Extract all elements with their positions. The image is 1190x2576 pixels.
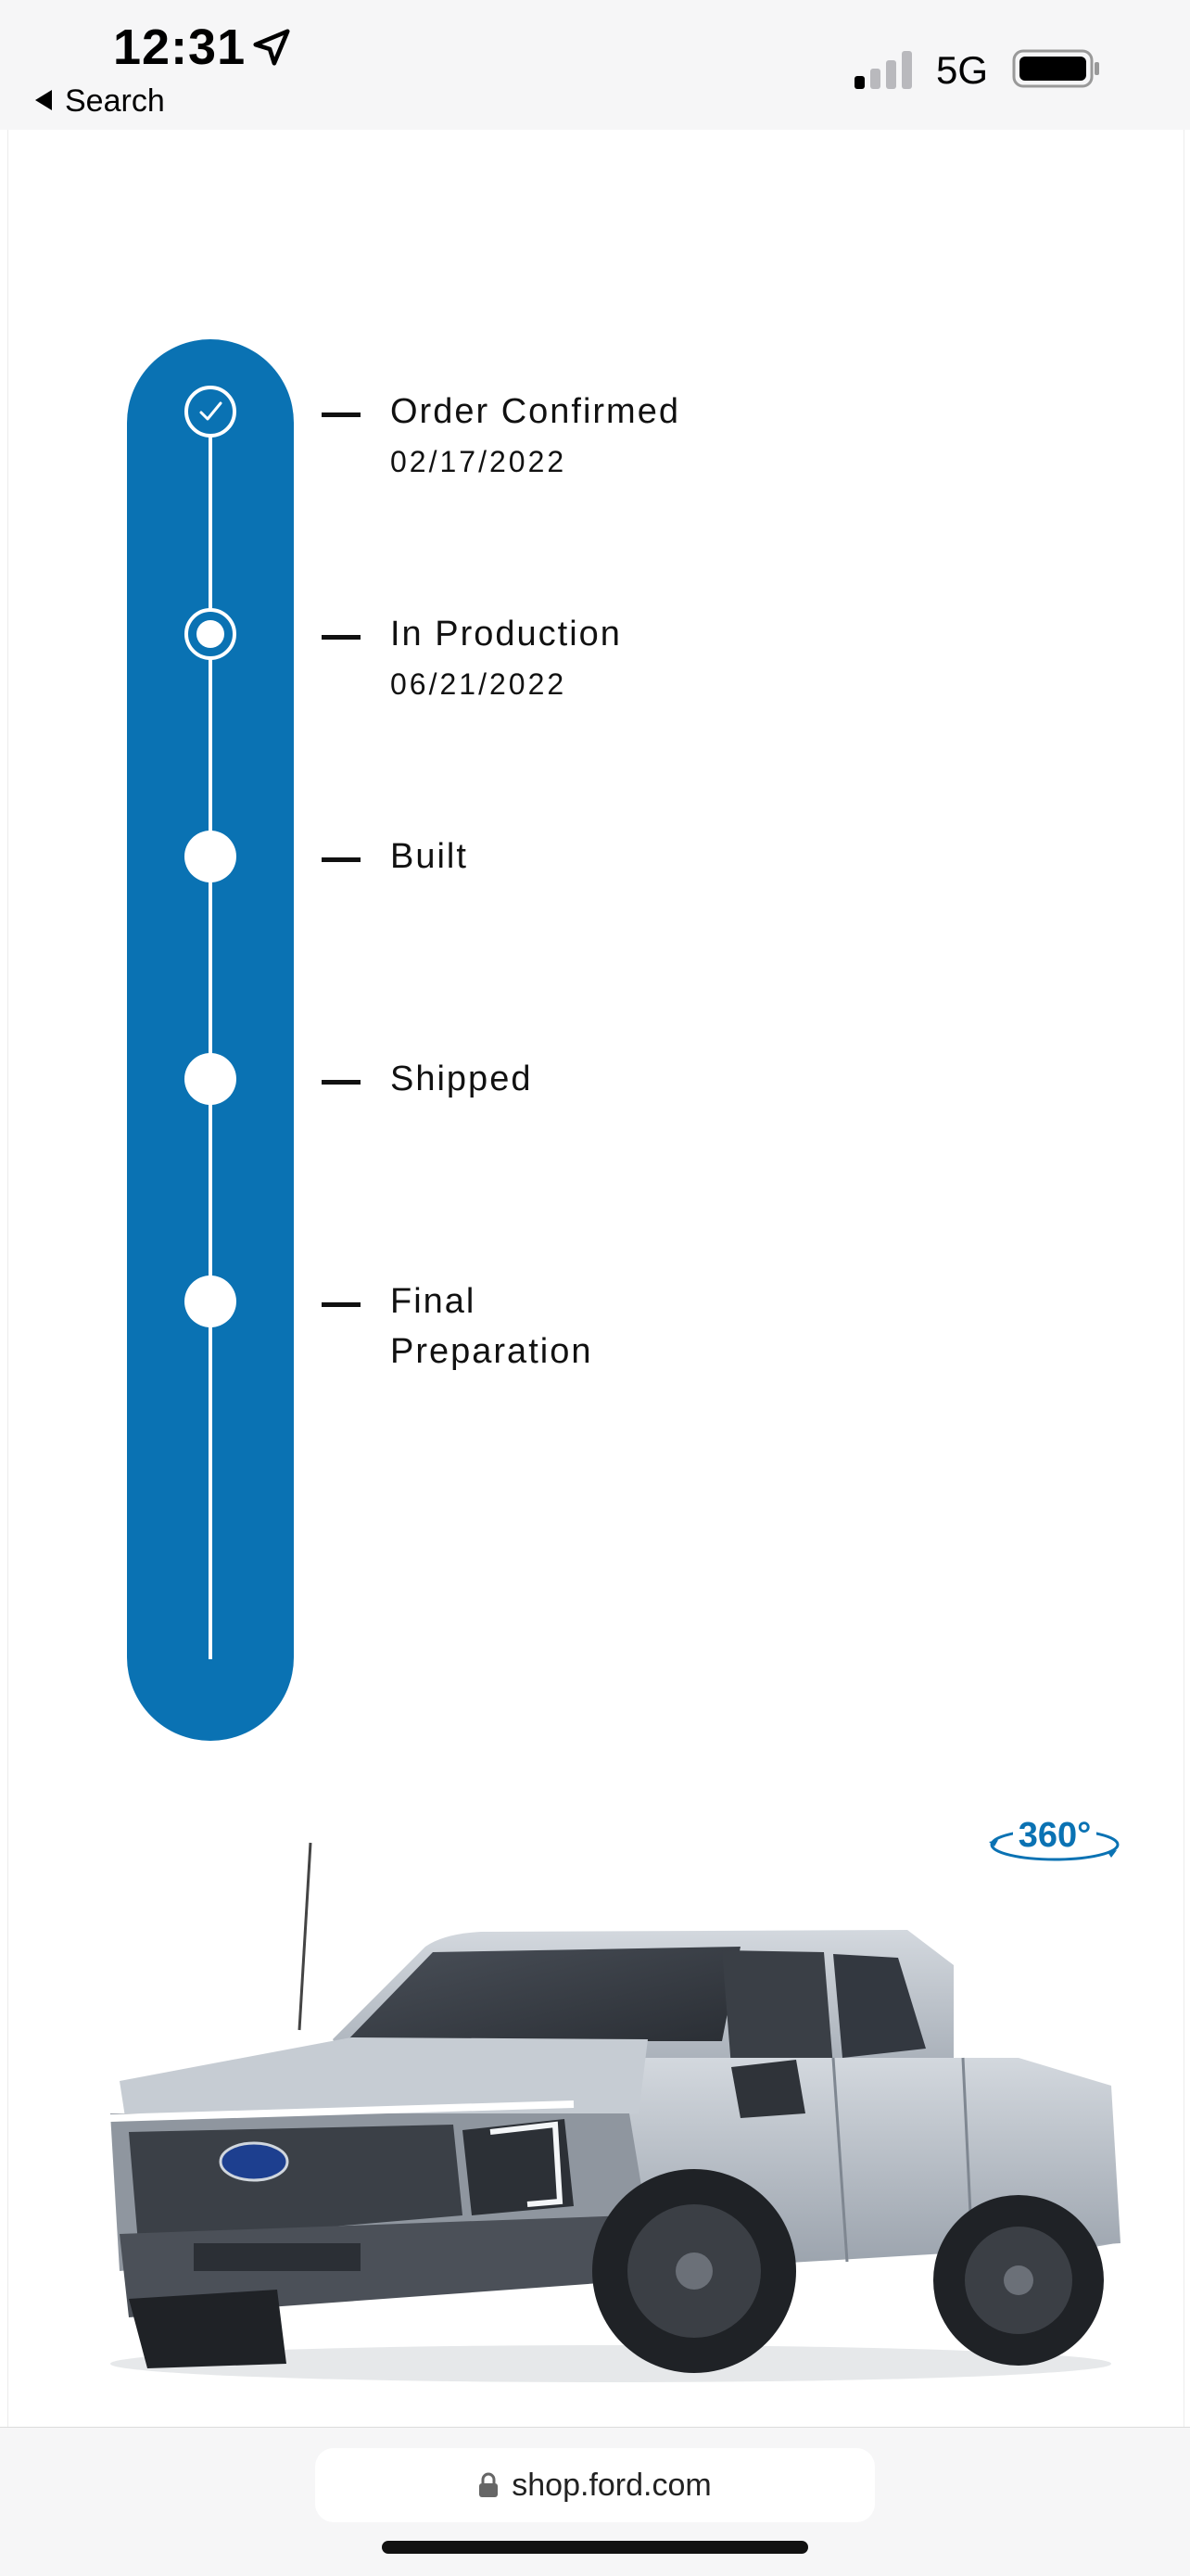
cellular-signal-icon: [855, 51, 912, 89]
browser-address-bar: shop.ford.com: [0, 2427, 1190, 2576]
lock-icon: [479, 2472, 499, 2497]
step-title: Order Confirmed: [390, 392, 680, 431]
step-dash: [322, 857, 361, 862]
vehicle-image: [109, 1842, 1120, 2382]
status-time: 12:31: [113, 19, 247, 75]
timeline-line: [209, 421, 212, 1659]
step-in-production-node: [184, 608, 236, 660]
order-tracker-page: Order Confirmed 02/17/2022 In Production…: [7, 130, 1184, 2492]
step-built-node: [184, 831, 236, 882]
url-field[interactable]: shop.ford.com: [315, 2448, 875, 2522]
location-arrow-icon: [253, 29, 290, 66]
url-text: shop.ford.com: [512, 2467, 712, 2503]
step-shipped-node: [184, 1053, 236, 1105]
step-title: In Production: [390, 615, 622, 654]
step-dash: [322, 1080, 361, 1085]
step-date: 02/17/2022: [390, 445, 567, 478]
back-triangle-icon: [35, 90, 52, 110]
checkmark-icon: [199, 401, 222, 421]
step-title: Final Preparation: [390, 1282, 593, 1371]
step-dash: [322, 1302, 361, 1307]
step-dash: [322, 635, 361, 640]
step-order-confirmed-node: [184, 386, 236, 438]
network-type: 5G: [936, 48, 989, 92]
step-title: Built: [390, 837, 468, 876]
current-step-indicator: [196, 620, 224, 648]
status-bar: 12:31 Search 5G: [0, 0, 1190, 130]
spin-360-label: 360°: [1019, 1816, 1092, 1855]
back-to-search-button[interactable]: Search: [35, 83, 165, 120]
battery-icon: [1012, 49, 1099, 88]
step-title: Shipped: [390, 1060, 533, 1098]
spin-360-icon[interactable]: 360°: [987, 1811, 1122, 1867]
home-indicator[interactable]: [382, 2541, 808, 2554]
step-date: 06/21/2022: [390, 667, 567, 701]
step-dash: [322, 412, 361, 417]
back-search-label: Search: [65, 83, 165, 119]
step-final-preparation-node: [184, 1275, 236, 1327]
